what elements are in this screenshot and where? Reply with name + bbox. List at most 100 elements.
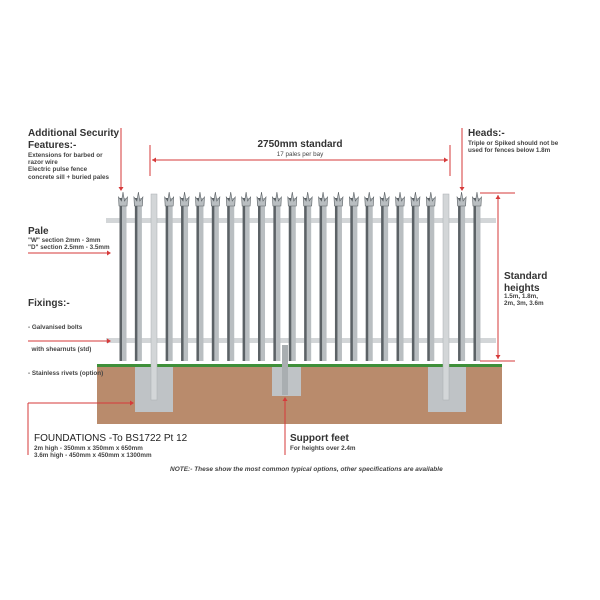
triple-point-head — [410, 191, 421, 207]
list-item: - Galvanised bolts — [28, 324, 83, 332]
pale-shade — [365, 198, 369, 361]
list-item: Triple or Spiked should not be — [468, 140, 559, 147]
arrow-head-icon — [107, 250, 111, 256]
triple-point-head — [472, 191, 482, 207]
list-item: 2m high - 350mm x 350mm x 650mm — [34, 445, 143, 452]
triple-point-head — [195, 191, 205, 207]
arrow-head-icon — [107, 338, 111, 344]
bay-width-subtitle: 17 pales per bay — [276, 151, 324, 158]
arrow-head-icon — [130, 400, 134, 406]
triple-point-head — [287, 191, 298, 207]
fence-post — [442, 193, 450, 401]
list-item: razor wire — [28, 159, 58, 167]
arrow-head-icon — [444, 157, 448, 163]
additional-security-title: Additional Security Features:- — [28, 128, 119, 151]
triple-point-head — [210, 191, 221, 207]
triple-point-head — [348, 191, 359, 207]
triple-point-head — [318, 191, 328, 207]
pale-shade — [273, 198, 276, 361]
list-item: used for fences below 1.8m — [468, 147, 551, 155]
triple-point-head — [256, 191, 267, 207]
triple-point-head — [179, 191, 190, 207]
triple-point-head — [395, 191, 405, 207]
triple-point-head — [379, 191, 390, 207]
pale — [134, 198, 142, 361]
pale — [227, 198, 235, 361]
heads-list: Triple or Spiked should not be used for … — [468, 140, 558, 154]
list-item: - Stainless rivets (option) — [28, 369, 104, 377]
arrow-head-icon — [282, 397, 288, 401]
pale — [196, 198, 204, 361]
pale — [211, 198, 219, 361]
arrow-head-icon — [118, 187, 124, 191]
pale — [319, 198, 327, 361]
triple-point-head — [456, 191, 467, 207]
pale-shade — [165, 198, 169, 361]
pale — [273, 198, 281, 361]
list-item: "D" section 2.5mm - 3.5mm — [28, 244, 110, 252]
pale — [288, 198, 296, 361]
fixings-title: Fixings:- — [28, 298, 70, 309]
foundations-list: 2m high - 350mm x 350mm x 650mm 3.6m hig… — [34, 445, 152, 459]
triple-point-head — [272, 191, 282, 207]
triple-point-head — [425, 191, 436, 207]
pale-list: "W" section 2mm - 3mm "D" section 2.5mm … — [28, 237, 110, 251]
pale-shade — [458, 198, 461, 361]
pale — [473, 198, 481, 361]
fence-post — [150, 193, 158, 401]
bay-width-title: 2750mm standard — [257, 139, 343, 150]
foundations-title: FOUNDATIONS -To BS1722 Pt 12 — [34, 433, 188, 444]
pale — [411, 198, 419, 361]
title-line: Standard — [504, 271, 548, 282]
pale — [304, 198, 312, 361]
support-feet-title: Support feet — [290, 433, 349, 444]
pale-shade — [381, 198, 384, 361]
additional-security-list: Extensions for barbed or razor wire Elec… — [28, 152, 109, 181]
standard-heights-list: 1.5m, 1.8m, 2m, 3m, 3.6m — [504, 293, 544, 307]
list-item: concrete sill + buried pales — [28, 173, 110, 181]
support-feet-subtitle: For heights over 2.4m — [290, 445, 356, 452]
list-item: Electric pulse fence — [28, 166, 88, 174]
triple-point-head — [225, 191, 236, 207]
pale-shade — [473, 198, 476, 361]
list-item: with shearnuts (std) — [28, 346, 92, 354]
pale-shade — [427, 198, 430, 361]
pale — [365, 198, 373, 361]
note-text: NOTE:- These show the most common typica… — [170, 466, 443, 473]
arrow-head-icon — [495, 355, 501, 359]
support-foot — [282, 345, 288, 395]
list-item: 3.6m high - 450mm x 450mm x 1300mm — [34, 452, 152, 460]
heads-title: Heads:- — [468, 128, 505, 139]
pale — [181, 198, 189, 361]
title-line: Additional Security — [28, 128, 120, 139]
pale-shade — [258, 198, 261, 361]
pale-shade — [334, 198, 338, 361]
standard-heights-title: Standard heights — [504, 271, 547, 294]
pale — [350, 198, 358, 361]
grass-line — [97, 364, 502, 367]
arrow-head-icon — [495, 195, 501, 199]
triple-point-head — [364, 191, 375, 207]
horizontal-rail — [106, 338, 496, 343]
triple-point-head — [241, 191, 251, 207]
pale-shade — [181, 198, 184, 361]
pale-shade — [304, 198, 307, 361]
pale-shade — [196, 198, 199, 361]
list-item: Extensions for barbed or — [28, 152, 103, 159]
triple-point-head — [333, 191, 344, 207]
arrow-head-icon — [459, 187, 465, 191]
list-item: 2m, 3m, 3.6m — [504, 300, 544, 308]
title-line: Features:- — [28, 139, 77, 151]
pale — [381, 198, 389, 361]
triple-point-head — [164, 191, 175, 207]
pale-shade — [242, 198, 246, 361]
pale-shade — [411, 198, 415, 361]
arrow-head-icon — [152, 157, 156, 163]
pale — [427, 198, 435, 361]
pale-shade — [227, 198, 230, 361]
title-line: heights — [504, 282, 540, 294]
pale — [258, 198, 266, 361]
pale — [119, 198, 127, 361]
